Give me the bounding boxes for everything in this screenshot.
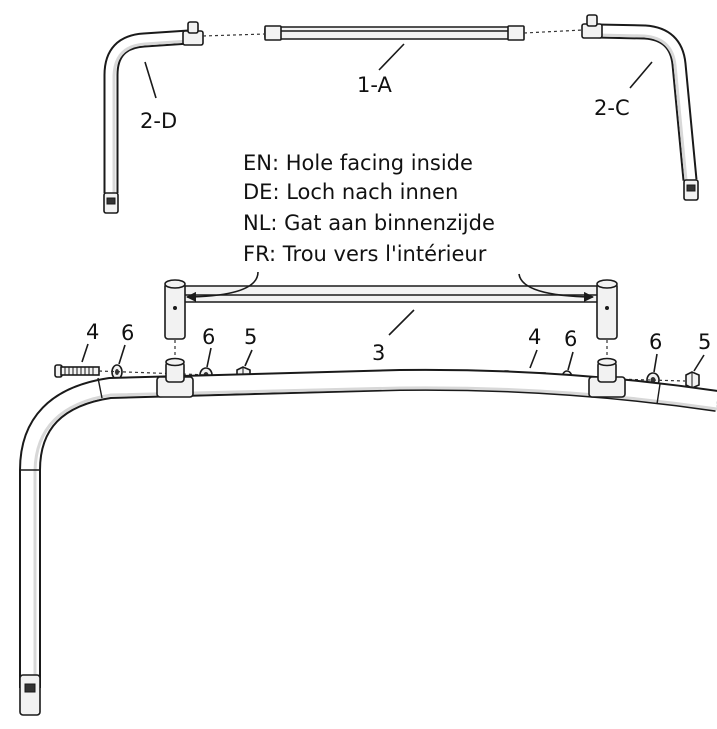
leader-bolt-left: [81, 343, 89, 363]
label-washer-right-a: 6: [564, 327, 577, 351]
leader-1a: [378, 43, 405, 71]
label-washer-left-a: 6: [121, 321, 134, 345]
leader-washer-left-b: [206, 347, 212, 368]
label-tube-1a: 1-A: [357, 73, 392, 97]
tube-1a: [264, 25, 525, 41]
bar-3: [164, 279, 618, 340]
label-washer-right-b: 6: [649, 330, 662, 354]
nut-right: [685, 371, 700, 389]
label-bolt-left: 4: [86, 320, 99, 344]
assembly-line-top-left: [202, 33, 266, 37]
leader-washer-right-b: [653, 353, 658, 373]
tube-2c: [581, 14, 699, 201]
label-nut-right: 5: [698, 330, 711, 354]
note-fr: FR: Trou vers l'intérieur: [243, 242, 487, 266]
leader-bolt-right: [529, 349, 538, 369]
note-nl: NL: Gat aan binnenzijde: [243, 211, 495, 235]
note-en: EN: Hole facing inside: [243, 151, 473, 175]
leader-washer-right-a: [567, 351, 574, 371]
orientation-note: EN: Hole facing inside DE: Loch nach inn…: [243, 151, 495, 266]
tube-2d: [103, 21, 204, 214]
leader-nut-right: [693, 354, 705, 372]
note-de: DE: Loch nach innen: [243, 180, 458, 204]
leader-2c: [629, 61, 653, 89]
leader-3: [388, 309, 415, 336]
label-tube-2c: 2-C: [594, 96, 630, 120]
bolt-left: [54, 364, 100, 378]
label-tube-2d: 2-D: [140, 109, 177, 133]
arrow-hole-right: [518, 273, 594, 302]
leader-washer-left-a: [118, 344, 126, 365]
label-nut-left: 5: [244, 325, 257, 349]
label-bolt-right: 4: [528, 325, 541, 349]
arrow-hole-left: [186, 271, 259, 302]
frame-main: [19, 357, 717, 716]
label-bar-3: 3: [372, 341, 385, 365]
leader-nut-left: [244, 349, 253, 367]
assembly-line-top-right: [523, 29, 584, 34]
label-washer-left-b: 6: [202, 325, 215, 349]
leader-2d: [144, 61, 157, 99]
